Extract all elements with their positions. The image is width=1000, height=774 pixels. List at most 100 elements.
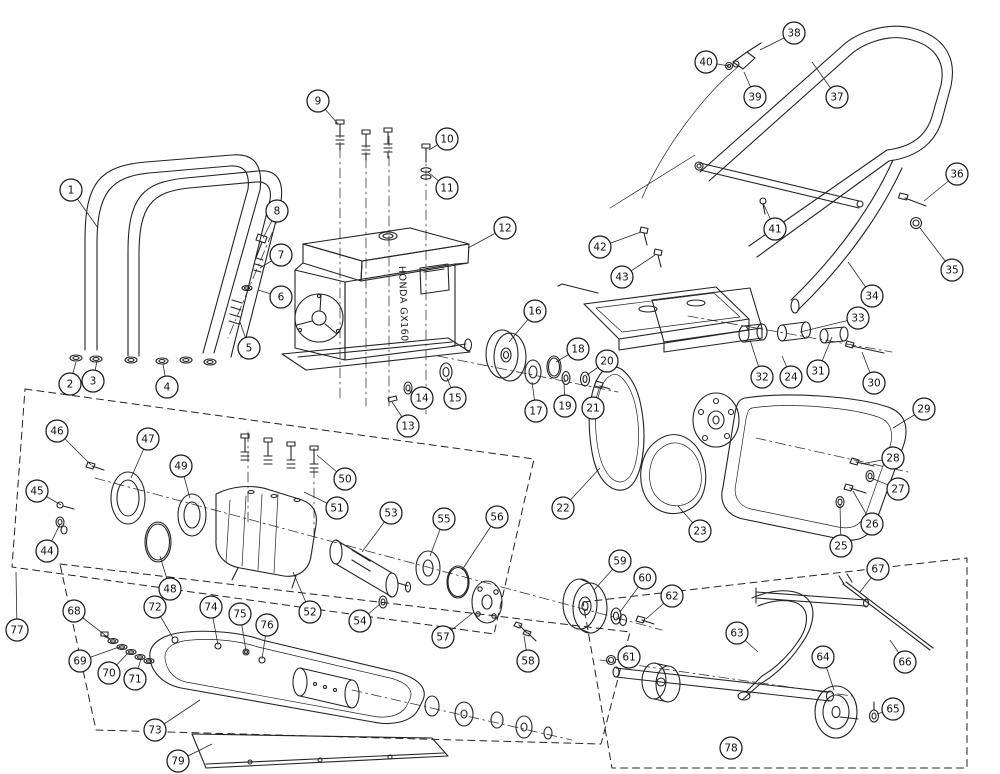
callout-circle — [25, 479, 49, 503]
drive-pulley — [485, 329, 527, 382]
callout-number: 3 — [90, 376, 97, 388]
callout-circle — [588, 235, 612, 259]
callout-number: 12 — [498, 223, 511, 235]
callout-circle — [881, 446, 905, 470]
callout-number: 53 — [384, 508, 397, 520]
callout-number: 79 — [171, 756, 184, 768]
callout-12: 12 — [467, 216, 517, 249]
callout-number: 47 — [141, 434, 154, 446]
callout-2: 2 — [58, 361, 82, 396]
callout-number: 48 — [163, 584, 176, 596]
callout-number: 29 — [917, 404, 930, 416]
callout-45: 45 — [25, 479, 62, 506]
callout-number: 44 — [40, 546, 54, 558]
callout-39: 39 — [743, 71, 767, 109]
callout-54: 54 — [348, 603, 381, 633]
callout-circle — [410, 386, 434, 410]
callout-number: 58 — [521, 656, 534, 668]
callout-circle — [155, 375, 179, 399]
callout-number: 18 — [571, 344, 584, 356]
callout-number: 22 — [556, 503, 569, 515]
callout-circle — [269, 243, 293, 267]
engine-deck-plate — [557, 226, 750, 351]
stand-tube — [737, 590, 814, 701]
callout-37: 37 — [811, 61, 849, 109]
callout-circle — [432, 507, 456, 531]
callout-44: 44 — [35, 523, 61, 563]
callout-circle — [866, 557, 890, 581]
callout-number: 68 — [67, 606, 80, 618]
handle-bushings — [776, 321, 849, 344]
callout-number: 28 — [886, 453, 899, 465]
callout-number: 51 — [330, 503, 343, 515]
callout-circle — [862, 371, 886, 395]
callout-circle — [750, 365, 774, 389]
callout-4: 4 — [155, 363, 179, 399]
callout-number: 9 — [315, 96, 322, 108]
callout-27: 27 — [870, 477, 910, 501]
callout-circle — [553, 394, 577, 418]
callout-number: 14 — [415, 393, 429, 405]
callout-33: 33 — [799, 306, 870, 333]
callout-number: 43 — [615, 272, 628, 284]
callout-7: 7 — [259, 243, 293, 269]
callout-75: 75 — [228, 602, 252, 652]
callout-60: 60 — [619, 566, 657, 613]
roller-wheel — [641, 662, 681, 703]
callout-circle — [431, 625, 455, 649]
callout-64: 64 — [811, 645, 835, 691]
callout-circle — [660, 584, 684, 608]
clutch-pulley-stack — [387, 329, 611, 403]
callout-number: 55 — [437, 514, 450, 526]
callout-number: 50 — [338, 474, 351, 486]
wheel-kit-assembly — [612, 573, 934, 739]
callout-77: 77 — [5, 571, 29, 642]
callout-number: 46 — [50, 426, 64, 438]
callout-number: 62 — [665, 591, 678, 603]
callout-43: 43 — [610, 254, 656, 289]
axle — [612, 666, 835, 702]
callout-number: 24 — [784, 372, 798, 384]
callout-21: 21 — [581, 388, 605, 420]
callout-circle — [45, 419, 69, 443]
callout-number: 63 — [730, 628, 743, 640]
callout-70: 70 — [97, 652, 129, 685]
callout-number: 36 — [950, 169, 964, 181]
callout-56: 56 — [461, 505, 509, 571]
callout-circle — [516, 649, 540, 673]
engine-skid — [281, 337, 471, 371]
callout-circle — [725, 621, 749, 645]
callout-16: 16 — [508, 299, 547, 343]
callout-circle — [333, 467, 357, 491]
callout-number: 41 — [768, 224, 781, 236]
callout-circle — [237, 336, 261, 360]
callout-number: 10 — [440, 134, 453, 146]
callout-number: 77 — [10, 625, 23, 637]
exciter-shaft — [329, 539, 412, 598]
callout-24: 24 — [779, 355, 803, 389]
callout-28: 28 — [860, 446, 905, 470]
callout-number: 19 — [558, 401, 571, 413]
callout-48: 48 — [158, 555, 182, 601]
callout-number: 73 — [148, 725, 161, 737]
callout-circle — [881, 697, 905, 721]
callout-number: 13 — [401, 421, 414, 433]
callout-circle — [829, 534, 853, 558]
callout-circle — [396, 414, 420, 438]
callout-73: 73 — [143, 699, 201, 742]
callout-circle — [912, 397, 936, 421]
callout-1: 1 — [59, 178, 99, 229]
engine-bed — [149, 630, 425, 725]
callout-10: 10 — [428, 127, 459, 151]
callout-number: 27 — [891, 484, 904, 496]
callout-circle — [81, 369, 105, 393]
baseplate-boundary — [59, 563, 631, 745]
callout-67: 67 — [859, 557, 890, 593]
callout-22: 22 — [551, 467, 601, 520]
callout-circle — [199, 595, 223, 619]
callout-circle — [158, 577, 182, 601]
callout-41: 41 — [762, 202, 787, 241]
callout-number: 17 — [529, 406, 542, 418]
callout-11: 11 — [427, 171, 459, 200]
callout-69: 69 — [68, 646, 120, 673]
